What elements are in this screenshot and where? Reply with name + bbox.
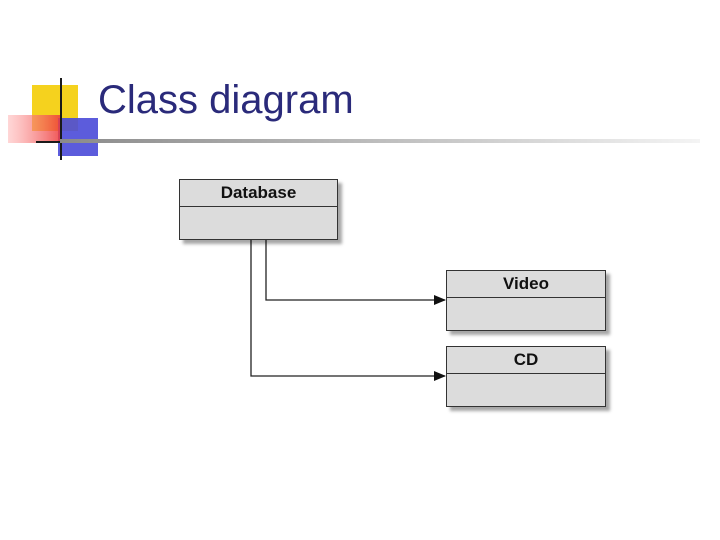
deco-red-bar	[8, 115, 60, 143]
class-name-database: Database	[180, 180, 337, 207]
class-name-video: Video	[447, 271, 605, 298]
class-box-video: Video	[446, 270, 606, 331]
class-attributes-video	[447, 298, 605, 304]
class-name-cd: CD	[447, 347, 605, 374]
class-box-cd: CD	[446, 346, 606, 407]
deco-blue-square	[58, 118, 98, 156]
class-attributes-cd	[447, 374, 605, 380]
class-attributes-database	[180, 207, 337, 213]
slide-title: Class diagram	[98, 78, 354, 122]
class-box-database: Database	[179, 179, 338, 240]
title-underline-rule	[60, 139, 700, 143]
